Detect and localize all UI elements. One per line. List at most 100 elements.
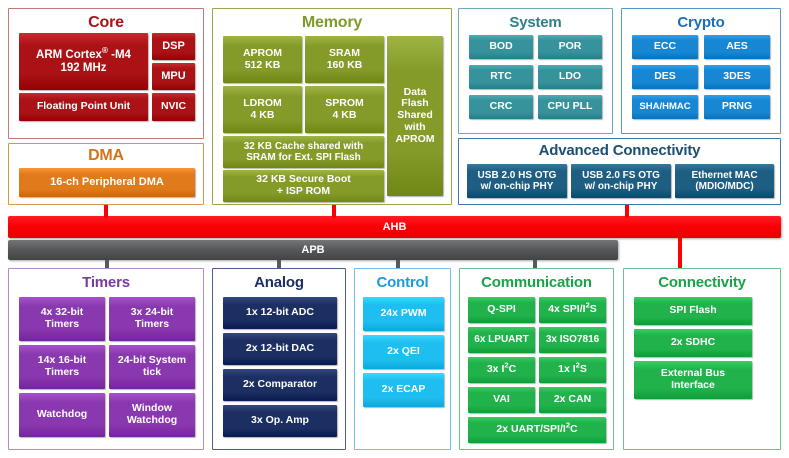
bus-label: AHB: [382, 221, 407, 233]
block-label: MPU: [161, 70, 186, 83]
block-label: Floating Point Unit: [36, 100, 131, 113]
block-prng[interactable]: PRNG: [704, 95, 770, 119]
section-title-timers: Timers: [82, 274, 130, 291]
block-ecc[interactable]: ECC: [632, 35, 698, 59]
block-sha-hmac[interactable]: SHA/HMAC: [632, 95, 698, 119]
bus-ahb: AHB: [8, 216, 781, 238]
block-pwm[interactable]: 24x PWM: [363, 297, 444, 331]
block-dac-12-bit[interactable]: 2x 12-bit DAC: [223, 333, 337, 365]
block-label: 1x I2S: [558, 360, 587, 376]
section-title-advanced-connectivity: Advanced Connectivity: [538, 142, 701, 159]
block-ecap[interactable]: 2x ECAP: [363, 373, 444, 407]
block-label: DES: [654, 70, 676, 83]
block-watchdog[interactable]: Watchdog: [19, 393, 105, 437]
connector-apb-to-control: [396, 260, 400, 270]
block-iso7816[interactable]: 3x ISO7816: [539, 327, 606, 353]
block-3des[interactable]: 3DES: [704, 65, 770, 89]
block-ethernet-mac[interactable]: Ethernet MAC(MDIO/MDC): [675, 164, 774, 198]
block-can[interactable]: 2x CAN: [539, 387, 606, 413]
block-aes[interactable]: AES: [704, 35, 770, 59]
block-i2c[interactable]: 3x I2C: [468, 357, 535, 383]
block-label: SPI Flash: [669, 304, 717, 317]
block-label: AES: [726, 40, 748, 53]
block-label: 3x Op. Amp: [251, 414, 309, 427]
block-rtc[interactable]: RTC: [469, 65, 533, 89]
block-label: SHA/HMAC: [639, 100, 691, 112]
block-qei[interactable]: 2x QEI: [363, 335, 444, 369]
block-label: 2x CAN: [553, 393, 592, 406]
block-lpuart[interactable]: 6x LPUART: [468, 327, 535, 353]
block-cpu-pll[interactable]: CPU PLL: [538, 95, 602, 119]
connector-apb-to-communication: [533, 260, 537, 270]
block-floating-point-unit[interactable]: Floating Point Unit: [19, 93, 148, 121]
block-label: 3x ISO7816: [545, 334, 600, 346]
block-op-amp[interactable]: 3x Op. Amp: [223, 405, 337, 437]
block-label: LDO: [558, 70, 582, 83]
block-label: 3x I2C: [486, 360, 517, 376]
block-crc[interactable]: CRC: [469, 95, 533, 119]
block-label: POR: [558, 40, 582, 53]
block-secure-boot[interactable]: 32 KB Secure Boot+ ISP ROM: [223, 170, 384, 202]
block-label: 2x 12-bit DAC: [245, 342, 315, 355]
connector-apb-to-analog: [277, 260, 281, 270]
connector-memory-to-ahb: [332, 205, 336, 218]
block-q-spi[interactable]: Q-SPI: [468, 297, 535, 323]
block-por[interactable]: POR: [538, 35, 602, 59]
block-label: 2x ECAP: [381, 383, 426, 396]
block-adc-12-bit[interactable]: 1x 12-bit ADC: [223, 297, 337, 329]
section-title-communication: Communication: [481, 274, 592, 291]
section-title-core: Core: [88, 14, 124, 31]
block-label: 1x 12-bit ADC: [246, 306, 314, 319]
connector-advconn-to-ahb: [625, 205, 629, 218]
block-sdhc[interactable]: 2x SDHC: [634, 329, 752, 357]
block-nvic[interactable]: NVIC: [152, 93, 195, 121]
block-uart-spi-i2c[interactable]: 2x UART/SPI/I2C: [468, 417, 606, 443]
block-ldo[interactable]: LDO: [538, 65, 602, 89]
block-dsp[interactable]: DSP: [152, 33, 195, 60]
block-vai[interactable]: VAI: [468, 387, 535, 413]
section-title-memory: Memory: [301, 14, 363, 31]
block-mpu[interactable]: MPU: [152, 63, 195, 90]
block-des[interactable]: DES: [632, 65, 698, 89]
block-comparator[interactable]: 2x Comparator: [223, 369, 337, 401]
block-label: 2x UART/SPI/I2C: [496, 420, 578, 436]
block-i2s[interactable]: 1x I2S: [539, 357, 606, 383]
block-spi-flash[interactable]: SPI Flash: [634, 297, 752, 325]
block-label: CRC: [489, 100, 513, 113]
block-label: Ethernet MAC(MDIO/MDC): [691, 169, 758, 192]
block-bod[interactable]: BOD: [469, 35, 533, 59]
section-title-system: System: [509, 14, 562, 31]
block-label: 4x SPI/I2S: [548, 300, 597, 316]
block-spi-i2s[interactable]: 4x SPI/I2S: [539, 297, 606, 323]
block-peripheral-dma[interactable]: 16-ch Peripheral DMA: [19, 168, 195, 197]
